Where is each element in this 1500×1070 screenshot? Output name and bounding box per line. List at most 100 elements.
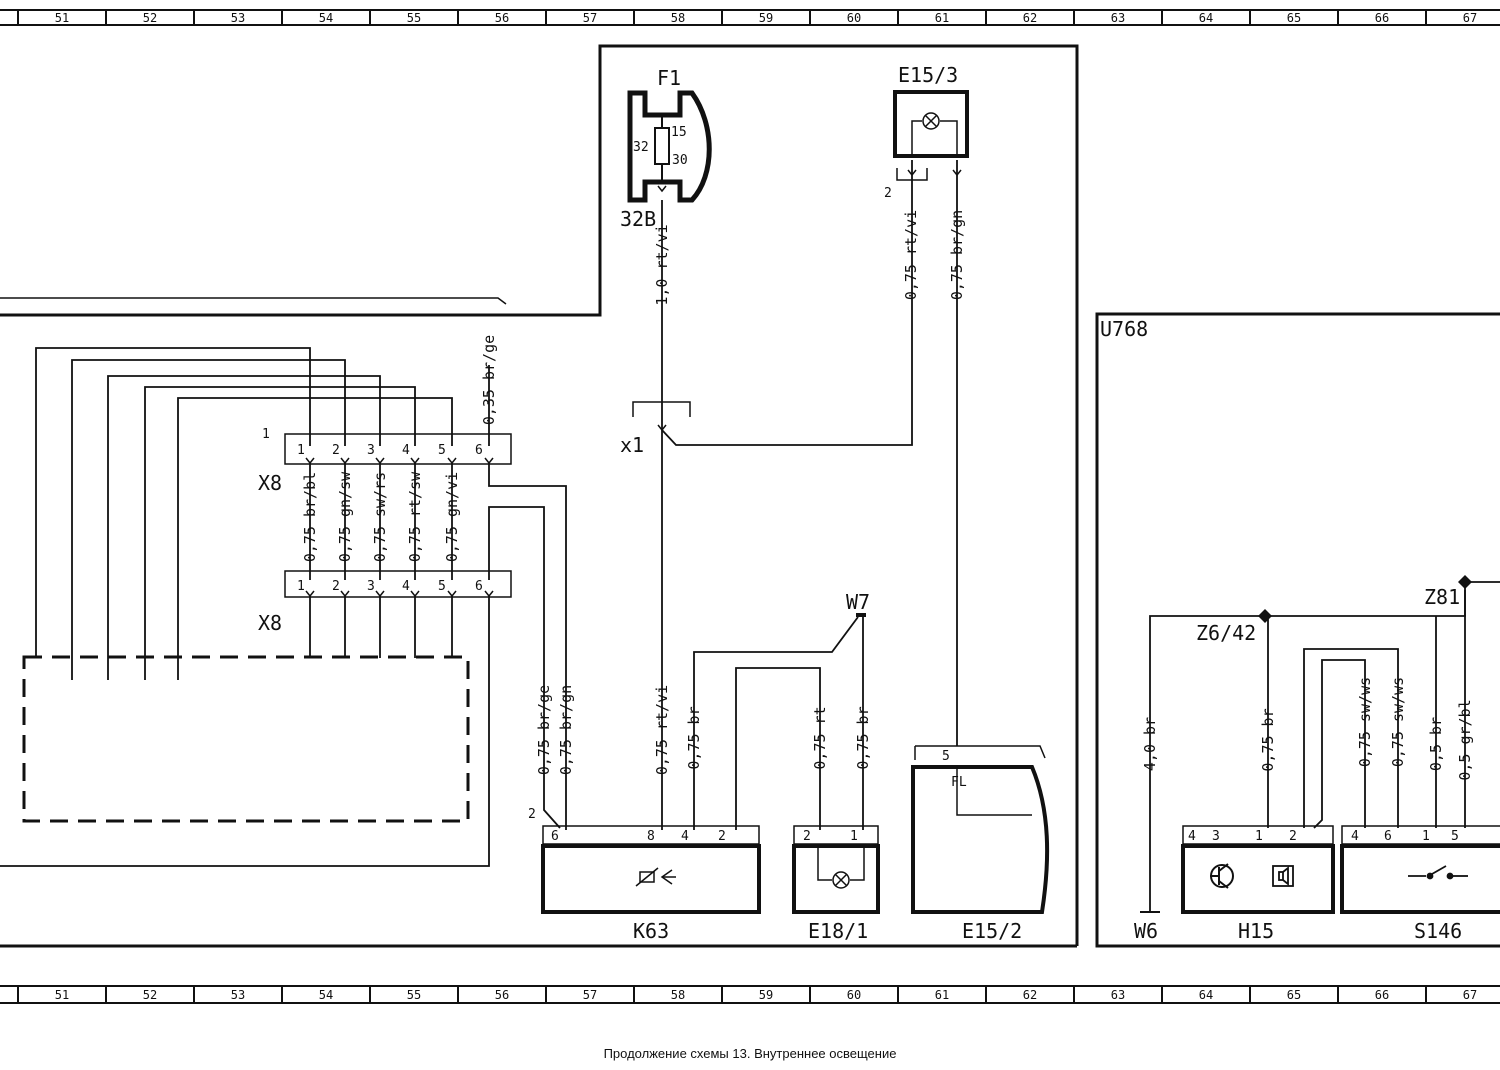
x8-top-marker: 1 — [262, 427, 270, 442]
speaker-icon — [1272, 865, 1294, 887]
k63-label: K63 — [633, 919, 669, 943]
wire-label: 0,5 br — [1427, 717, 1445, 771]
x8-bottom-pin: 5 — [438, 579, 446, 594]
x8-top-pin: 1 — [297, 443, 305, 458]
ruler-number: 67 — [1463, 988, 1477, 1002]
connector-x8-top: X8 1 1 2 3 4 5 6 — [258, 427, 512, 495]
ruler-number: 52 — [143, 11, 157, 25]
ruler-number: 59 — [759, 11, 773, 25]
ruler-number: 57 — [583, 988, 597, 1002]
x8-bottom-pin: 3 — [367, 579, 375, 594]
ruler-number: 51 — [55, 11, 69, 25]
f1-pin-right: 30 — [672, 153, 688, 168]
z6-42-label: Z6/42 — [1196, 621, 1256, 645]
switch-icon — [1408, 865, 1468, 880]
x8-top-pin: 2 — [332, 443, 340, 458]
wire-label: 0,75 sw/ws — [1356, 677, 1374, 767]
k63-marker: 2 — [528, 807, 536, 822]
x8-top-pin: 4 — [402, 443, 410, 458]
e18-1-pin: 1 — [850, 829, 858, 844]
wire-label: 4,0 br — [1141, 717, 1159, 771]
wire-label: 0,75 rt/sw — [406, 471, 424, 562]
ruler-number: 52 — [143, 988, 157, 1002]
wire-label: 0,75 br/ge — [535, 685, 553, 775]
e15-2-pin: 5 — [942, 749, 950, 764]
x8-bottom-pin: 6 — [475, 579, 483, 594]
relay-coil-icon — [635, 867, 676, 887]
frame-lines — [0, 44, 1500, 948]
w7-label: W7 — [846, 590, 870, 614]
ruler-number: 57 — [583, 11, 597, 25]
lamp-e18-1: 2 1 E18/1 — [792, 825, 880, 943]
ruler-number: 56 — [495, 988, 509, 1002]
w6-label: W6 — [1134, 919, 1158, 943]
h15-pin: 3 — [1212, 829, 1220, 844]
s146-pin: 6 — [1384, 829, 1392, 844]
x8-top-pin: 6 — [475, 443, 483, 458]
ruler-number: 53 — [231, 11, 245, 25]
z81-label: Z81 — [1424, 585, 1460, 609]
ruler-number: 51 — [55, 988, 69, 1002]
wire-label: 0,35 br/ge — [480, 335, 498, 425]
h15-pin: 1 — [1255, 829, 1263, 844]
switch-s146: 4 6 1 5 S146 — [1340, 825, 1500, 943]
relay-k63: 6 8 4 2 2 K63 — [528, 807, 761, 943]
ruler-number: 58 — [671, 11, 685, 25]
ruler-number: 65 — [1287, 988, 1301, 1002]
ruler-number: 60 — [847, 988, 861, 1002]
s146-pin: 4 — [1351, 829, 1359, 844]
h15-pin: 4 — [1188, 829, 1196, 844]
ruler-number: 59 — [759, 988, 773, 1002]
x8-bottom-label: X8 — [258, 611, 282, 635]
lamp-e15-2: 5 FL E15/2 — [911, 745, 1050, 943]
wire-labels: 1,0 rt/vi 0,75 rt/vi 0,75 br/gn 0,35 br/… — [301, 210, 1474, 781]
top-ruler-numbers: 51 52 53 54 55 56 57 58 59 60 61 62 63 6… — [55, 11, 1477, 25]
wire-label: 1,0 rt/vi — [653, 224, 671, 305]
k63-pin: 2 — [718, 829, 726, 844]
wire-label: 0,75 br — [1259, 708, 1277, 771]
ruler-number: 64 — [1199, 988, 1213, 1002]
ruler-number: 54 — [319, 11, 333, 25]
ruler-number: 62 — [1023, 11, 1037, 25]
wire-label: 0,75 br — [685, 706, 703, 769]
x8-bottom-pin: 4 — [402, 579, 410, 594]
ruler-number: 65 — [1287, 11, 1301, 25]
wire-label: 0,75 sw/ws — [1389, 677, 1407, 767]
ruler-number: 66 — [1375, 988, 1389, 1002]
junction-markers — [856, 575, 1472, 913]
ruler-number: 63 — [1111, 11, 1125, 25]
ruler-number: 54 — [319, 988, 333, 1002]
wire-label: 0,75 rt — [811, 706, 829, 769]
f1-connector-label: 32B — [620, 207, 656, 231]
k63-pin: 8 — [647, 829, 655, 844]
x8-top-pin: 3 — [367, 443, 375, 458]
ruler-number: 56 — [495, 11, 509, 25]
x8-top-label: X8 — [258, 471, 282, 495]
x8-bottom-pin: 1 — [297, 579, 305, 594]
lamp-e15-3: E15/3 2 — [884, 63, 969, 201]
x8-top-pin: 5 — [438, 443, 446, 458]
ruler-number: 60 — [847, 11, 861, 25]
e15-3-label: E15/3 — [898, 63, 958, 87]
x8-bottom-pin: 2 — [332, 579, 340, 594]
e18-1-pin: 2 — [803, 829, 811, 844]
f1-fuse-value: 15 — [671, 125, 687, 140]
contact-marks — [305, 169, 962, 598]
ruler-number: 53 — [231, 988, 245, 1002]
wire-label: 0,75 br/gn — [948, 210, 966, 300]
e15-2-inner-label: FL — [951, 775, 967, 790]
bottom-ruler-numbers: 51 52 53 54 55 56 57 58 59 60 61 62 63 6… — [55, 988, 1477, 1002]
connector-x8-bottom: X8 1 2 3 4 5 6 — [258, 570, 512, 635]
ruler-number: 67 — [1463, 11, 1477, 25]
ruler-number: 61 — [935, 988, 949, 1002]
wire-label: 0,75 sw/rs — [371, 472, 389, 562]
s146-pin: 5 — [1451, 829, 1459, 844]
s146-pin: 1 — [1422, 829, 1430, 844]
ruler-number: 64 — [1199, 11, 1213, 25]
bottom-ruler — [0, 985, 1500, 1004]
u768-label: U768 — [1100, 317, 1148, 341]
wire-label: 0,75 gn/sw — [336, 471, 354, 562]
wire-label: 0,5 gr/bl — [1456, 699, 1474, 780]
h15-pin: 2 — [1289, 829, 1297, 844]
